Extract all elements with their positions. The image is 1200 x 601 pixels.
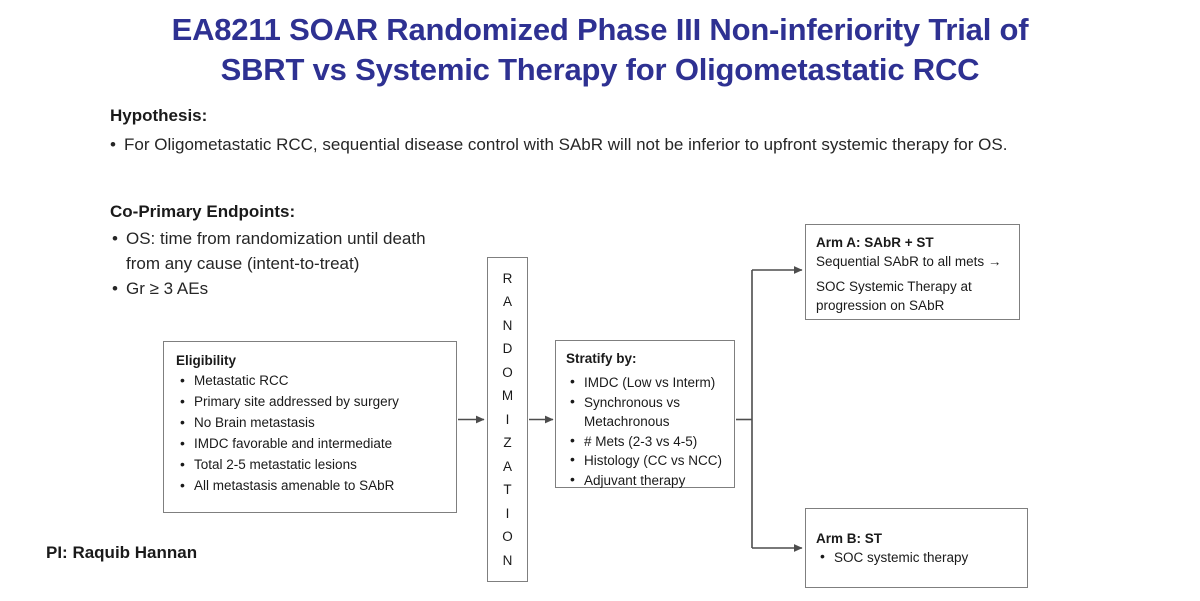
eligibility-item: Total 2-5 metastatic lesions [194,457,357,472]
hypothesis-text: For Oligometastatic RCC, sequential dise… [124,135,1008,154]
randomization-letter: T [503,482,512,498]
stratify-item: Synchronous vs Metachronous [584,394,681,430]
list-item: • OS: time from randomization until deat… [110,226,440,276]
randomization-letter: R [502,270,513,286]
arm-a-line-3: progression on SAbR [816,298,945,313]
arm-a-line-1: Sequential SAbR to all mets → [816,254,1002,269]
arm-b-title: Arm B: ST [816,531,883,546]
endpoint-text: Gr ≥ 3 AEs [126,279,209,298]
randomization-letter: N [502,552,513,568]
bullet-icon: • [570,451,575,467]
principal-investigator: PI: Raquib Hannan [46,543,198,562]
bullet-icon: • [180,372,185,388]
page-title: EA8211 SOAR Randomized Phase III Non-inf… [100,10,1100,90]
list-item: • # Mets (2-3 vs 4-5) [566,432,730,452]
arm-b-list: • SOC systemic therapy [816,548,1021,566]
stratify-item: IMDC (Low vs Interm) [584,375,716,390]
randomization-letter: I [505,411,510,427]
list-item: • No Brain metastasis [176,412,448,433]
bullet-icon: • [570,373,575,389]
arm-b-item: SOC systemic therapy [834,550,969,565]
list-item: • Adjuvant therapy [566,471,730,491]
eligibility-item: Metastatic RCC [194,373,289,388]
bullet-icon: • [180,435,185,451]
stratify-item: Adjuvant therapy [584,472,686,488]
bullet-icon: • [180,414,185,430]
bullet-icon: • [180,477,185,493]
randomization-letter: D [502,341,513,357]
stratify-item: # Mets (2-3 vs 4-5) [584,433,698,449]
stratify-box: Stratify by: • IMDC (Low vs Interm) • Sync… [555,340,735,488]
list-item: • Synchronous vs Metachronous [566,393,730,432]
bullet-icon: • [570,392,575,409]
bullet-icon: • [112,229,118,248]
eligibility-list: • Metastatic RCC • Primary site addressed … [176,370,448,496]
bullet-icon: • [570,470,575,487]
page-title-line-1: EA8211 SOAR Randomized Phase III Non-inf… [171,12,1029,47]
randomization-letter: N [502,317,513,333]
list-item: • Gr ≥ 3 AEs [110,276,440,301]
randomization-letter: Z [503,435,512,451]
list-item: • Histology (CC vs NCC) [566,451,730,471]
list-item: • Total 2-5 metastatic lesions [176,454,448,475]
list-item: • Metastatic RCC [176,370,448,391]
eligibility-item: Primary site addressed by surgery [194,394,399,409]
list-item: • All metastasis amenable to SAbR [176,475,448,496]
stratify-title: Stratify by: [566,351,637,366]
stratify-item: Histology (CC vs NCC) [584,453,723,468]
arm-a-box: Arm A: SAbR + ST Sequential SAbR to all … [805,224,1020,320]
bullet-icon: • [180,456,185,472]
eligibility-title: Eligibility [176,353,237,368]
list-item: • IMDC (Low vs Interm) [566,373,730,393]
randomization-letter: I [505,505,510,521]
arm-a-line-2: SOC Systemic Therapy at [816,279,972,294]
randomization-letter: O [502,529,513,545]
arm-b-box: Arm B: ST • SOC systemic therapy [805,508,1028,588]
bullet-icon: • [820,548,825,564]
eligibility-item: All metastasis amenable to SAbR [194,478,395,493]
bullet-icon: • [180,393,185,409]
endpoints-heading: Co-Primary Endpoints: [110,202,296,221]
list-item: • IMDC favorable and intermediate [176,433,448,454]
bullet-icon: • [570,431,575,448]
randomization-letter: O [502,364,513,380]
hypothesis-heading: Hypothesis: [110,106,208,125]
hypothesis-bullet: • For Oligometastatic RCC, sequential di… [110,132,1010,158]
eligibility-item: IMDC favorable and intermediate [194,436,393,451]
randomization-letter: A [502,294,512,310]
eligibility-box: Eligibility • Metastatic RCC • Primary sit… [163,341,457,513]
eligibility-item: No Brain metastasis [194,415,315,430]
arm-a-title: Arm A: SAbR + ST [816,235,934,250]
randomization-letter: A [502,458,512,474]
bullet-icon: • [112,279,118,298]
randomization-box: R A N D O M I Z A T I O N [487,257,528,582]
bullet-icon: • [110,135,116,154]
endpoint-text: OS: time from randomization until death … [126,229,426,273]
stratify-list: • IMDC (Low vs Interm) • Synchronous vs Me… [566,373,730,490]
list-item: • SOC systemic therapy [816,548,1021,566]
page-title-line-2: SBRT vs Systemic Therapy for Oligometast… [220,52,980,87]
randomization-letter: M [501,388,514,404]
list-item: • Primary site addressed by surgery [176,391,448,412]
endpoints-list: • OS: time from randomization until deat… [110,226,440,301]
